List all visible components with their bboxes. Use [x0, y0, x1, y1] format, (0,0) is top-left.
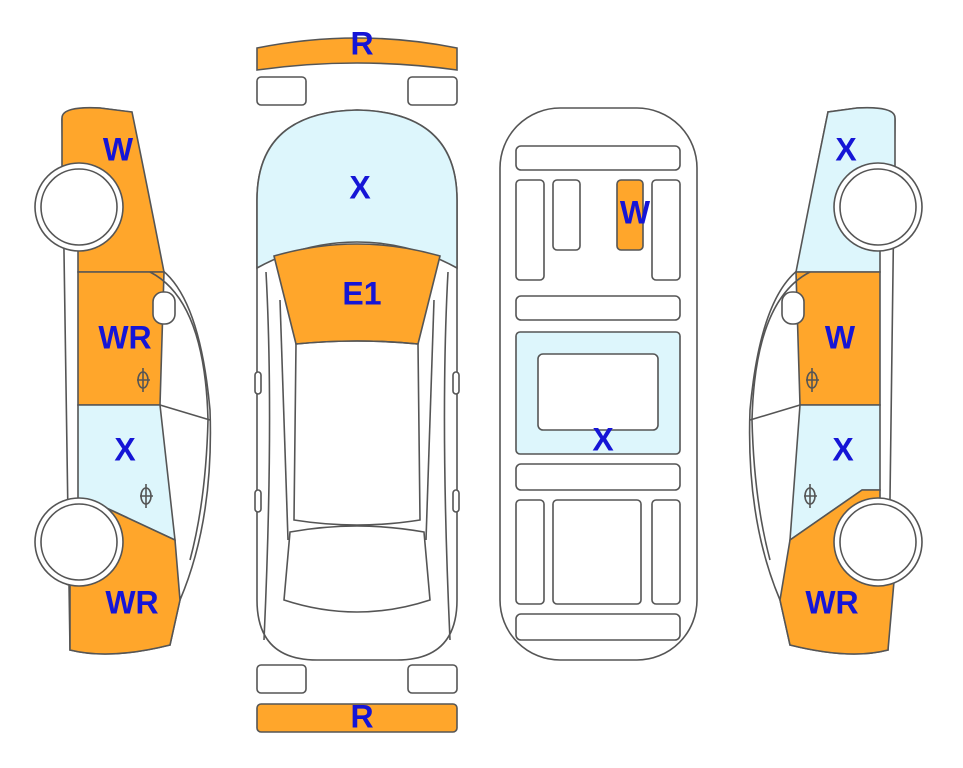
- top-left-contour-inner: [279, 299, 289, 541]
- interior-left-rear-seat: [515, 499, 545, 605]
- roof-panel[interactable]: [256, 109, 458, 270]
- rear-right-light: [407, 76, 458, 106]
- left-window-divider: [159, 404, 211, 421]
- left-front-fender-label: W: [103, 131, 134, 167]
- right-front-handle-ring: [806, 371, 818, 389]
- top-left-handle-1: [254, 371, 262, 395]
- interior-driver-seat: [552, 179, 581, 251]
- left-mirror: [152, 291, 176, 325]
- left-rear-wheel: [40, 503, 118, 581]
- rear-bumper-label: R: [350, 25, 373, 61]
- interior-front-console: [515, 295, 681, 321]
- front-bumper-panel[interactable]: [256, 703, 458, 733]
- right-window-divider: [749, 404, 801, 421]
- cabin-outline: [293, 340, 421, 526]
- top-left-contour: [263, 271, 271, 641]
- front-right-light: [407, 664, 458, 694]
- interior-right-rear-seat: [651, 499, 681, 605]
- front-left-light: [256, 664, 307, 694]
- interior-floor-label: X: [592, 421, 614, 457]
- hood-label: E1: [342, 275, 381, 311]
- interior-front-seat-label: W: [620, 194, 651, 230]
- rear-bumper-panel[interactable]: [256, 37, 458, 71]
- left-rear-door-label: X: [114, 431, 136, 467]
- roof-label: X: [349, 169, 371, 205]
- left-rear-handle-ring: [140, 487, 152, 505]
- interior-rear-bench: [552, 499, 642, 605]
- left-front-handle-ring: [137, 371, 149, 389]
- right-rear-handle-ring: [804, 487, 816, 505]
- left-front-wheel: [40, 168, 118, 246]
- interior-rear-console: [515, 463, 681, 491]
- right-front-fender-label: X: [835, 131, 857, 167]
- right-front-door-label: W: [825, 319, 856, 355]
- interior-view: W X: [499, 107, 698, 661]
- right-rear-quarter-label: WR: [805, 584, 858, 620]
- top-left-handle-2: [254, 489, 262, 513]
- rear-left-light: [256, 76, 307, 106]
- interior-dashboard: [515, 145, 681, 171]
- top-right-contour-inner: [425, 299, 435, 541]
- left-front-door-label: WR: [98, 319, 151, 355]
- right-rear-wheel: [839, 503, 917, 581]
- interior-right-door-front: [651, 179, 681, 281]
- top-right-handle-2: [452, 489, 460, 513]
- right-front-wheel: [839, 168, 917, 246]
- left-rear-quarter-label: WR: [105, 584, 158, 620]
- interior-left-door-front: [515, 179, 545, 281]
- right-rear-door-label: X: [832, 431, 854, 467]
- interior-trunk: [515, 613, 681, 641]
- right-mirror: [781, 291, 805, 325]
- top-view: R X E1 R: [254, 25, 460, 734]
- right-side-view: X W X WR: [748, 106, 923, 655]
- top-right-handle-1: [452, 371, 460, 395]
- left-side-view: W WR X WR: [34, 106, 212, 655]
- interior-floor-inner: [537, 353, 659, 431]
- front-bumper-label: R: [350, 698, 373, 734]
- interior-front-seat[interactable]: [616, 179, 644, 251]
- rear-window-outline: [283, 525, 431, 613]
- top-right-contour: [443, 271, 451, 641]
